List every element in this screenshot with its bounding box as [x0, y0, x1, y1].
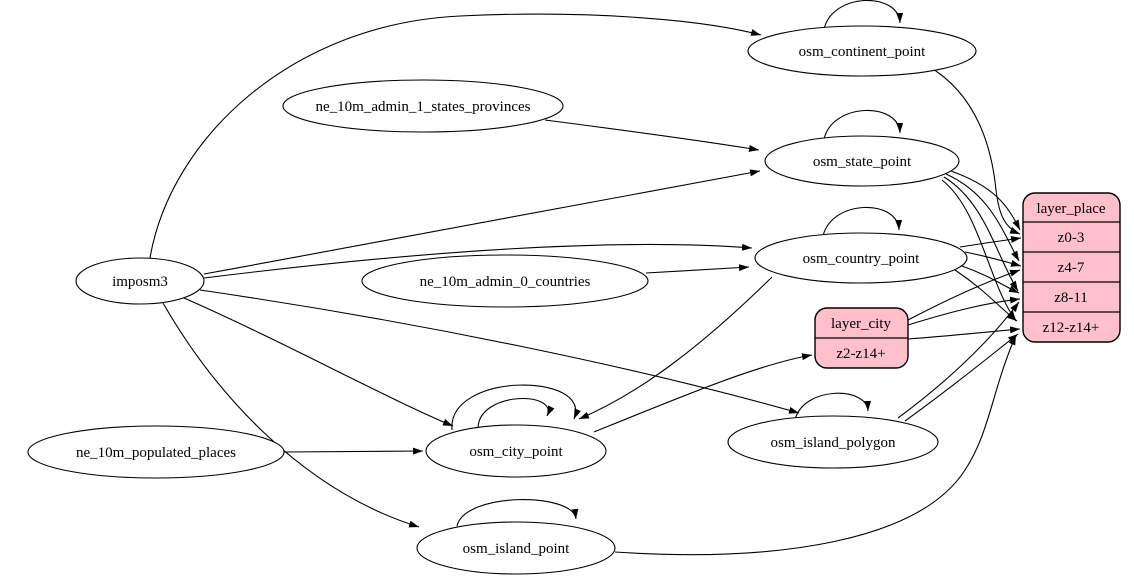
node-osm_country_point: osm_country_point [754, 232, 968, 284]
edge-osm_country_point-to-layer_place-z0-3 [959, 235, 1022, 248]
node-osm_island_point: osm_island_point [416, 521, 616, 575]
edge-osm_country_point-to-layer_place-z4-7 [964, 251, 1022, 267]
layer_place-box [1022, 192, 1121, 343]
record-layer_place: layer_place z0-3 z4-7 z8-11 z12-z14+ [1022, 192, 1121, 343]
self-loop-osm_island_polygon [794, 392, 872, 421]
edge-osm_continent_point-to-layer_place-z0-3 [927, 65, 1021, 235]
self-loop-osm_country_point [822, 206, 903, 237]
osm_state_point-label: osm_state_point [813, 154, 912, 170]
edge-osm_state_point-to-layer_place-z12-z14 [941, 179, 1017, 322]
edge-imposm3-to-osm_island_polygon [199, 289, 800, 414]
edge-osm_state_point-to-layer_place-z8-11 [943, 176, 1019, 292]
node-ne_10m_admin_0_countries: ne_10m_admin_0_countries [361, 254, 649, 308]
edge-layer_city-to-layer_place-z8-11 [907, 296, 1021, 326]
ne_10m_admin_1_states_provinces-shape [282, 79, 564, 133]
node-ne_10m_admin_1_states_provinces: ne_10m_admin_1_states_provinces [282, 79, 564, 133]
edge-osm_city_point-to-layer_city-z2-z14 [593, 353, 813, 433]
edge-layer_city-to-layer_place-z12-z14 [907, 326, 1021, 340]
osm_country_point-shape [754, 232, 968, 284]
ne_10m_populated_places-shape [27, 425, 285, 479]
node-osm_city_point: osm_city_point [425, 424, 607, 478]
osm_continent_point-shape [747, 25, 977, 77]
layer_city-title: layer_city [831, 316, 891, 332]
edge-imposm3-to-osm_island_point [162, 302, 420, 528]
osm_country_point-label: osm_country_point [803, 251, 920, 267]
layer_place-row-z4-7: z4-7 [1058, 260, 1085, 276]
layer_city-row-z2-z14: z2-z14+ [836, 346, 885, 362]
imposm3-shape [75, 257, 205, 305]
ne_10m_admin_0_countries-label: ne_10m_admin_0_countries [420, 274, 591, 290]
ne_10m_admin_1_states_provinces-label: ne_10m_admin_1_states_provinces [316, 99, 531, 115]
edge-osm_country_point-to-layer_place-z8-11 [961, 265, 1020, 294]
self-loop-osm_island_point [456, 499, 579, 527]
edge-osm_island_polygon-to-layer_place-z12-z14 [904, 333, 1019, 422]
layer_place-row-z12-z14: z12-z14+ [1043, 320, 1100, 336]
edge-ne_10m_admin_1_states_provinces-to-osm_state_point [544, 119, 760, 152]
node-osm_continent_point: osm_continent_point [747, 25, 977, 77]
layer_place-title: layer_place [1036, 201, 1105, 217]
osm_city_point-shape [425, 424, 607, 478]
self-loop-osm_city_point-outer [451, 384, 581, 431]
edge-osm_island_point-to-layer_place-z12-z14 [614, 334, 1017, 556]
edge-osm_country_point-to-osm_city_point [578, 276, 773, 420]
edge-osm_state_point-to-layer_place-z4-7 [945, 173, 1020, 262]
edge-imposm3-to-osm_continent_point [149, 13, 762, 259]
layer_place-row-z8-11: z8-11 [1054, 290, 1088, 306]
edge-osm_state_point-to-layer_place-z0-3 [947, 169, 1021, 231]
edge-imposm3-to-osm_state_point [203, 169, 761, 275]
self-loop-osm_city_point-inner [477, 397, 555, 429]
edge-ne_10m_populated_places-to-osm_city_point [283, 447, 424, 455]
edge-osm_country_point-to-layer_place-z12-z14 [954, 269, 1018, 322]
ne_10m_admin_0_countries-shape [361, 254, 649, 308]
node-osm_state_point: osm_state_point [764, 135, 960, 187]
osm_city_point-label: osm_city_point [469, 444, 563, 460]
edge-layer_city-to-layer_place-z4-7 [907, 269, 1021, 321]
edge-imposm3-to-osm_country_point [203, 243, 753, 279]
edge-imposm3-to-osm_city_point [183, 297, 454, 427]
node-osm_island_polygon: osm_island_polygon [727, 415, 939, 469]
osm_island_point-shape [416, 521, 616, 575]
osm_island_point-label: osm_island_point [463, 541, 571, 557]
osm_state_point-shape [764, 135, 960, 187]
osm_continent_point-label: osm_continent_point [799, 44, 926, 60]
osm_island_polygon-shape [727, 415, 939, 469]
node-imposm3: imposm3 [75, 257, 205, 305]
self-loop-osm_state_point [823, 109, 904, 140]
edge-osm_island_polygon-to-layer_place-z8-11 [897, 301, 1020, 419]
imposm3-label: imposm3 [112, 274, 168, 290]
ne_10m_populated_places-label: ne_10m_populated_places [76, 445, 236, 461]
record-layer_city: layer_city z2-z14+ [814, 307, 909, 369]
edge-ne_10m_admin_0_countries-to-osm_country_point [645, 264, 750, 274]
osm_island_polygon-label: osm_island_polygon [770, 435, 896, 451]
self-loop-osm_continent_point [823, 0, 904, 30]
node-ne_10m_populated_places: ne_10m_populated_places [27, 425, 285, 479]
layer_place-row-z0-3: z0-3 [1058, 230, 1085, 246]
